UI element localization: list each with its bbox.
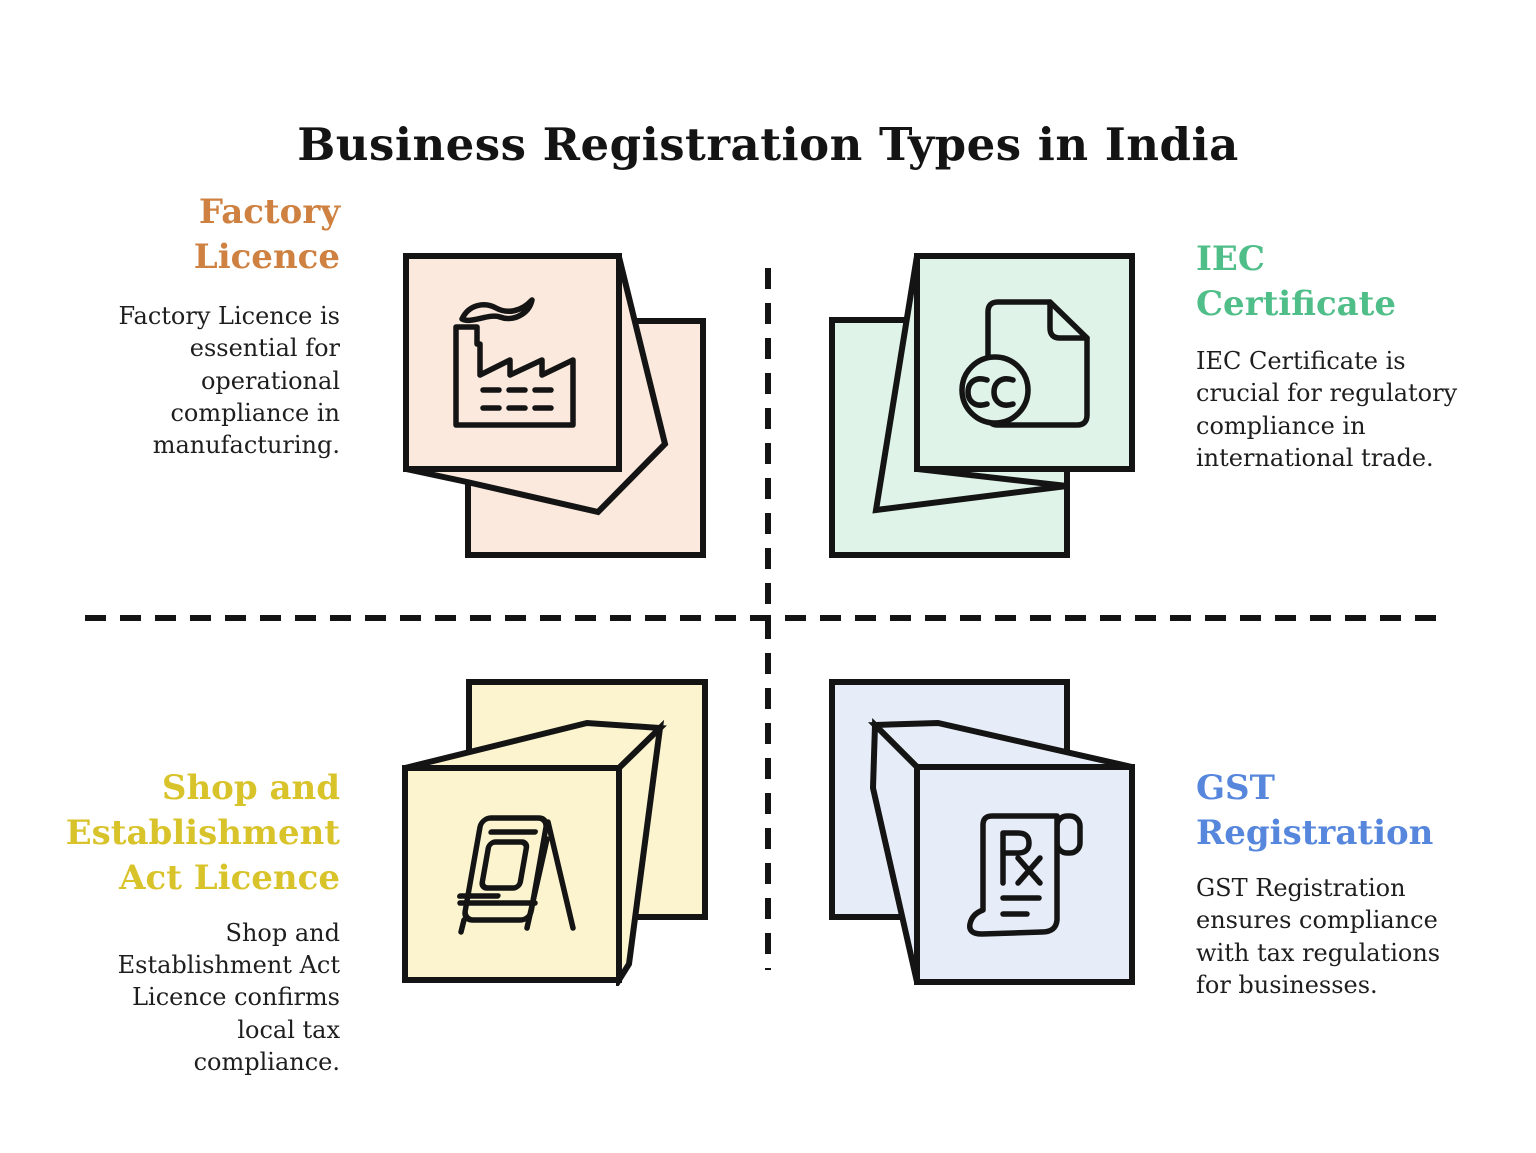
- gst-registration-description: GST Registration ensures compliance with…: [1196, 873, 1441, 999]
- iec-certificate-heading: IEC Certificate: [1196, 237, 1478, 327]
- page-title: Business Registration Types in India: [297, 118, 1239, 172]
- iec-certificate-section: IEC Certificate IEC Certificate is cruci…: [1196, 237, 1478, 474]
- factory-licence-description: Factory Licence is essential for operati…: [118, 301, 340, 460]
- shop-establishment-heading: Shop and Establishment Act Licence: [58, 766, 340, 901]
- heading-line: Certificate: [1196, 283, 1397, 324]
- heading-line: Act Licence: [119, 857, 340, 898]
- heading-line: Factory: [198, 192, 340, 232]
- heading-line: Licence: [193, 236, 340, 277]
- gst-registration-heading: GST Registration: [1196, 766, 1478, 856]
- heading-line: GST: [1196, 768, 1275, 808]
- factory-licence-section: Factory Licence Factory Licence is essen…: [58, 190, 340, 462]
- heading-line: IEC: [1196, 239, 1265, 279]
- heading-line: Registration: [1196, 812, 1434, 853]
- rx-scroll-icon: [829, 679, 1135, 985]
- iec-certificate-description: IEC Certificate is crucial for regulator…: [1196, 346, 1458, 472]
- cc-document-icon: [829, 253, 1135, 558]
- heading-line: Shop and: [161, 768, 340, 808]
- shop-establishment-description: Shop and Establishment Act Licence confi…: [117, 918, 340, 1077]
- gst-registration-section: GST Registration GST Registration ensure…: [1196, 766, 1478, 1001]
- factory-licence-heading: Factory Licence: [58, 190, 340, 280]
- a-frame-sign-icon: [402, 679, 708, 986]
- heading-line: Establishment: [65, 812, 340, 853]
- factory-icon: [403, 253, 706, 558]
- shop-establishment-section: Shop and Establishment Act Licence Shop …: [58, 766, 340, 1079]
- vertical-dashed-divider: [765, 268, 771, 970]
